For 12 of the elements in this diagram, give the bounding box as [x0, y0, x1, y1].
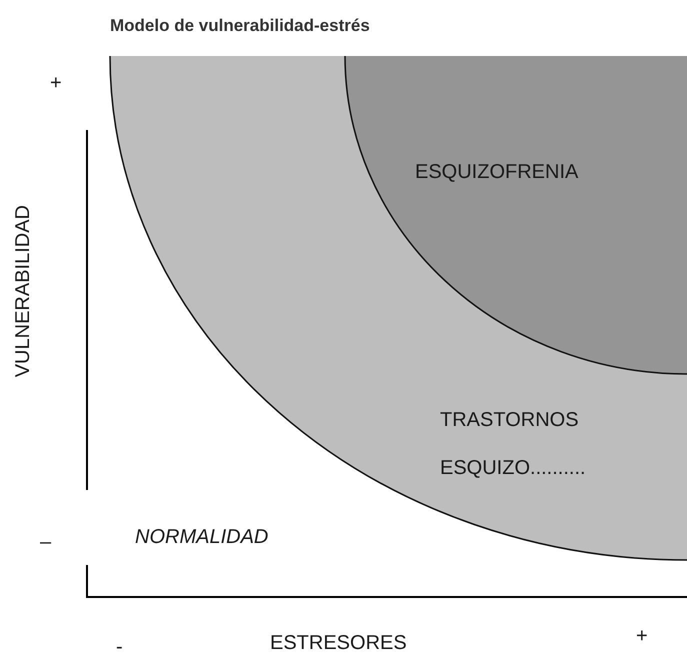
region-label: ESQUIZOFRENIA [415, 160, 580, 184]
axis-title: VULNERABILIDAD [12, 205, 35, 378]
axis-sign: + [636, 625, 648, 648]
region-label: NORMALIDAD [135, 526, 268, 549]
diagram-title: Modelo de vulnerabilidad-estrés [110, 16, 370, 36]
axis-sign: - [116, 636, 123, 659]
region-label: TRASTORNOS ESQUIZO.......... [440, 408, 587, 481]
axis-sign: – [40, 531, 52, 554]
axis-sign: + [50, 72, 62, 95]
region-area [345, 56, 687, 374]
axis-title: ESTRESORES [270, 632, 407, 655]
region-area [110, 56, 687, 560]
